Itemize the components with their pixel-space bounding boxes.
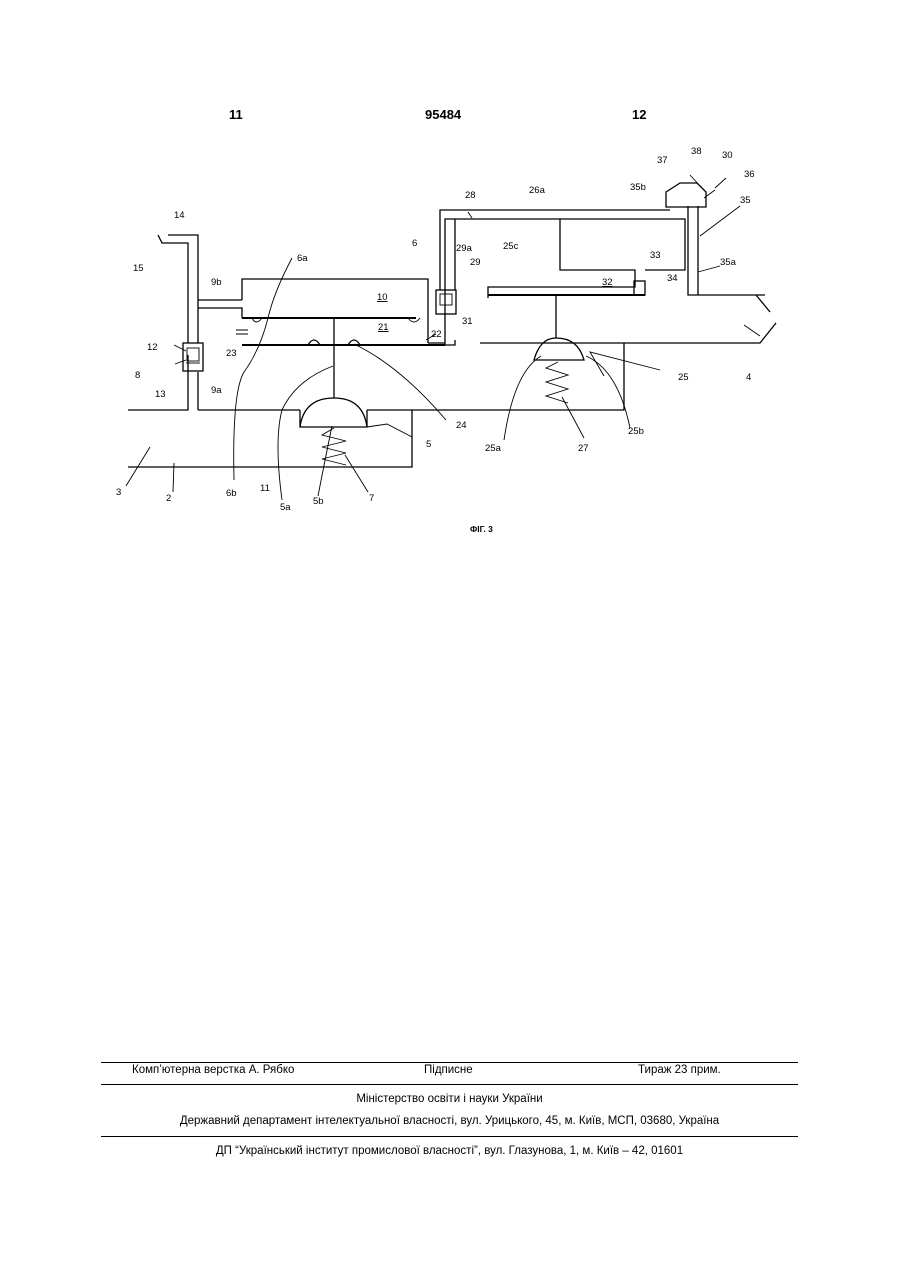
label-22: 22 [431, 329, 442, 340]
label-4: 4 [746, 372, 751, 383]
label-36: 36 [744, 169, 755, 180]
label-25b: 25b [628, 426, 644, 437]
label-25: 25 [678, 372, 689, 383]
label-28: 28 [465, 190, 476, 201]
label-34: 34 [667, 273, 678, 284]
label-10: 10 [377, 292, 388, 303]
footer-ministry: Міністерство освіти і науки України [101, 1093, 798, 1105]
label-2: 2 [166, 493, 171, 504]
label-6: 6 [412, 238, 417, 249]
label-27: 27 [578, 443, 589, 454]
label-23: 23 [226, 348, 237, 359]
label-12: 12 [147, 342, 158, 353]
label-33: 33 [650, 250, 661, 261]
figure-drawing [126, 175, 776, 500]
label-5: 5 [426, 439, 431, 450]
label-8: 8 [135, 370, 140, 381]
label-37: 37 [657, 155, 668, 166]
label-5b: 5b [313, 496, 324, 507]
label-29: 29 [470, 257, 481, 268]
footer-rule-middle [101, 1084, 798, 1085]
label-26a: 26a [529, 185, 546, 196]
label-25a: 25a [485, 443, 502, 454]
label-30: 30 [722, 150, 733, 161]
figure-caption: ФІГ. 3 [470, 524, 493, 534]
label-32: 32 [602, 277, 613, 288]
label-24: 24 [456, 420, 467, 431]
label-35b: 35b [630, 182, 646, 193]
label-15: 15 [133, 263, 144, 274]
patent-figure-3: 14 15 9b 6a 6 10 21 22 23 12 8 13 9a 24 … [0, 0, 901, 560]
label-11: 11 [260, 483, 270, 494]
footer-rule-top [101, 1062, 798, 1063]
label-9b: 9b [211, 277, 222, 288]
label-31: 31 [462, 316, 473, 327]
label-6a: 6a [297, 253, 308, 264]
footer-circulation: Тираж 23 прим. [638, 1064, 721, 1076]
label-6b: 6b [226, 488, 237, 499]
footer-rule-bottom [101, 1136, 798, 1137]
label-7: 7 [369, 493, 374, 504]
footer-typesetting: Комп’ютерна верстка А. Рябко [132, 1064, 294, 1076]
label-21: 21 [378, 322, 389, 333]
label-13: 13 [155, 389, 166, 400]
label-25c: 25c [503, 241, 519, 252]
footer-department: Державний департамент інтелектуальної вл… [101, 1115, 798, 1127]
footer-signed: Підписне [424, 1064, 473, 1076]
label-9a: 9a [211, 385, 222, 396]
label-35a: 35a [720, 257, 737, 268]
label-38: 38 [691, 146, 702, 157]
label-29a: 29a [456, 243, 473, 254]
label-14: 14 [174, 210, 185, 221]
figure-labels: 14 15 9b 6a 6 10 21 22 23 12 8 13 9a 24 … [116, 146, 755, 534]
footer-institute: ДП “Український інститут промислової вла… [101, 1145, 798, 1157]
label-3: 3 [116, 487, 121, 498]
label-5a: 5a [280, 502, 291, 513]
label-35: 35 [740, 195, 751, 206]
